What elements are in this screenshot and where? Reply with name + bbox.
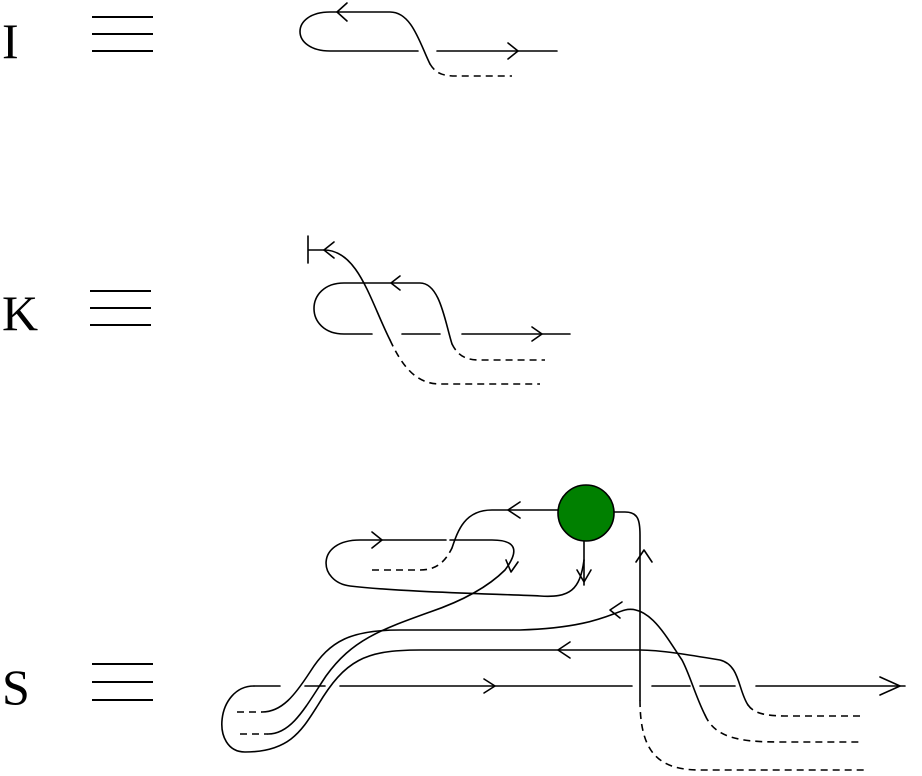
arrow-k-right (531, 326, 543, 342)
strand-s-top-loop (325, 539, 585, 598)
strand-k-diagonal (323, 249, 391, 341)
strand-s-middle (261, 608, 706, 716)
arrow-i-right (507, 42, 519, 60)
arrow-s-node-down (576, 569, 592, 583)
arrow-i-top (336, 2, 348, 22)
arrow-s-top-loop (371, 531, 383, 549)
combinator-k: K (2, 235, 571, 385)
strand-s-node-right (611, 511, 641, 701)
strand-k-loop (313, 282, 453, 345)
node-green (557, 484, 615, 542)
arrow-s-inner-down (505, 559, 519, 573)
strand-s-middle-dashed-right (704, 714, 862, 743)
strand-i-loop (299, 11, 431, 65)
arrow-s-main-right (879, 676, 901, 696)
arrow-s-middle (609, 601, 623, 619)
strand-k-diagonal-dashed (389, 339, 540, 385)
strand-s-node-right-dashed (639, 699, 866, 771)
strand-k-discard-bar (307, 235, 325, 264)
strand-s-upper (451, 509, 559, 549)
equiv-sign-k (90, 290, 151, 326)
label-s: S (2, 659, 30, 715)
arrow-s-outer (557, 641, 571, 659)
strand-i-dashed (429, 63, 512, 77)
strand-s-outer-dashed (747, 704, 860, 717)
label-k: K (2, 285, 38, 341)
arrow-s-upper (507, 501, 521, 519)
strand-k-loop-dashed (451, 343, 545, 361)
arrow-k-loop (390, 275, 401, 291)
combinator-s: S (2, 484, 906, 771)
strand-s-outer-loop (221, 649, 749, 753)
strand-s-top-loop-dashed (372, 547, 453, 571)
arrow-s-main-mid (483, 678, 496, 694)
equiv-sign-s (92, 663, 153, 701)
combinator-i: I (2, 2, 558, 77)
arrow-s-node-right (635, 549, 653, 563)
label-i: I (2, 13, 19, 69)
strand-s-inner (267, 539, 515, 735)
equiv-sign-i (92, 16, 153, 52)
